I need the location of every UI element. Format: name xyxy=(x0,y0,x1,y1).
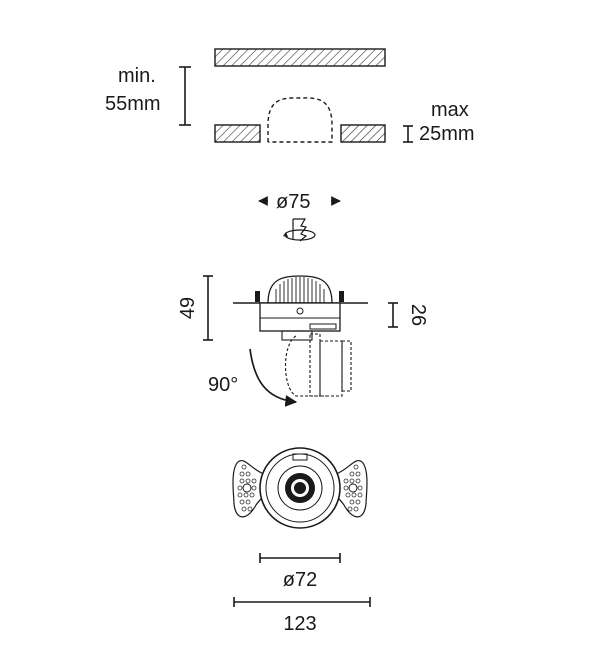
recess-label: 26 xyxy=(407,304,429,326)
ceiling-right-plate xyxy=(340,124,386,143)
height-label: 49 xyxy=(177,297,199,319)
left-spring-clip xyxy=(232,460,265,518)
front-view-section: ø72 123 xyxy=(232,447,371,635)
min-label-line1: min. xyxy=(118,65,156,87)
right-spring-clip xyxy=(335,460,368,518)
ceiling-left-plate xyxy=(214,124,261,143)
fixture-dome-outline xyxy=(267,97,333,143)
cutout-diameter-label: ø75 xyxy=(276,191,310,213)
tilt-label: 90° xyxy=(208,374,238,396)
cutout-section: ø75 xyxy=(258,191,341,242)
installation-section: min. 55mm max 25mm xyxy=(105,48,475,145)
heat-sink xyxy=(267,275,333,304)
side-view-section: 49 26 90° xyxy=(177,275,429,407)
ceiling-top-plate xyxy=(214,48,386,67)
rotate-icon xyxy=(283,218,316,242)
min-label-line2: 55mm xyxy=(105,93,161,115)
max-label-line1: max xyxy=(431,99,469,121)
housing-body xyxy=(259,302,341,332)
max-label-line2: 25mm xyxy=(419,123,475,145)
tilt-arrow-icon xyxy=(249,348,298,407)
front-width-label: 123 xyxy=(283,613,316,635)
front-diameter-label: ø72 xyxy=(283,569,317,591)
